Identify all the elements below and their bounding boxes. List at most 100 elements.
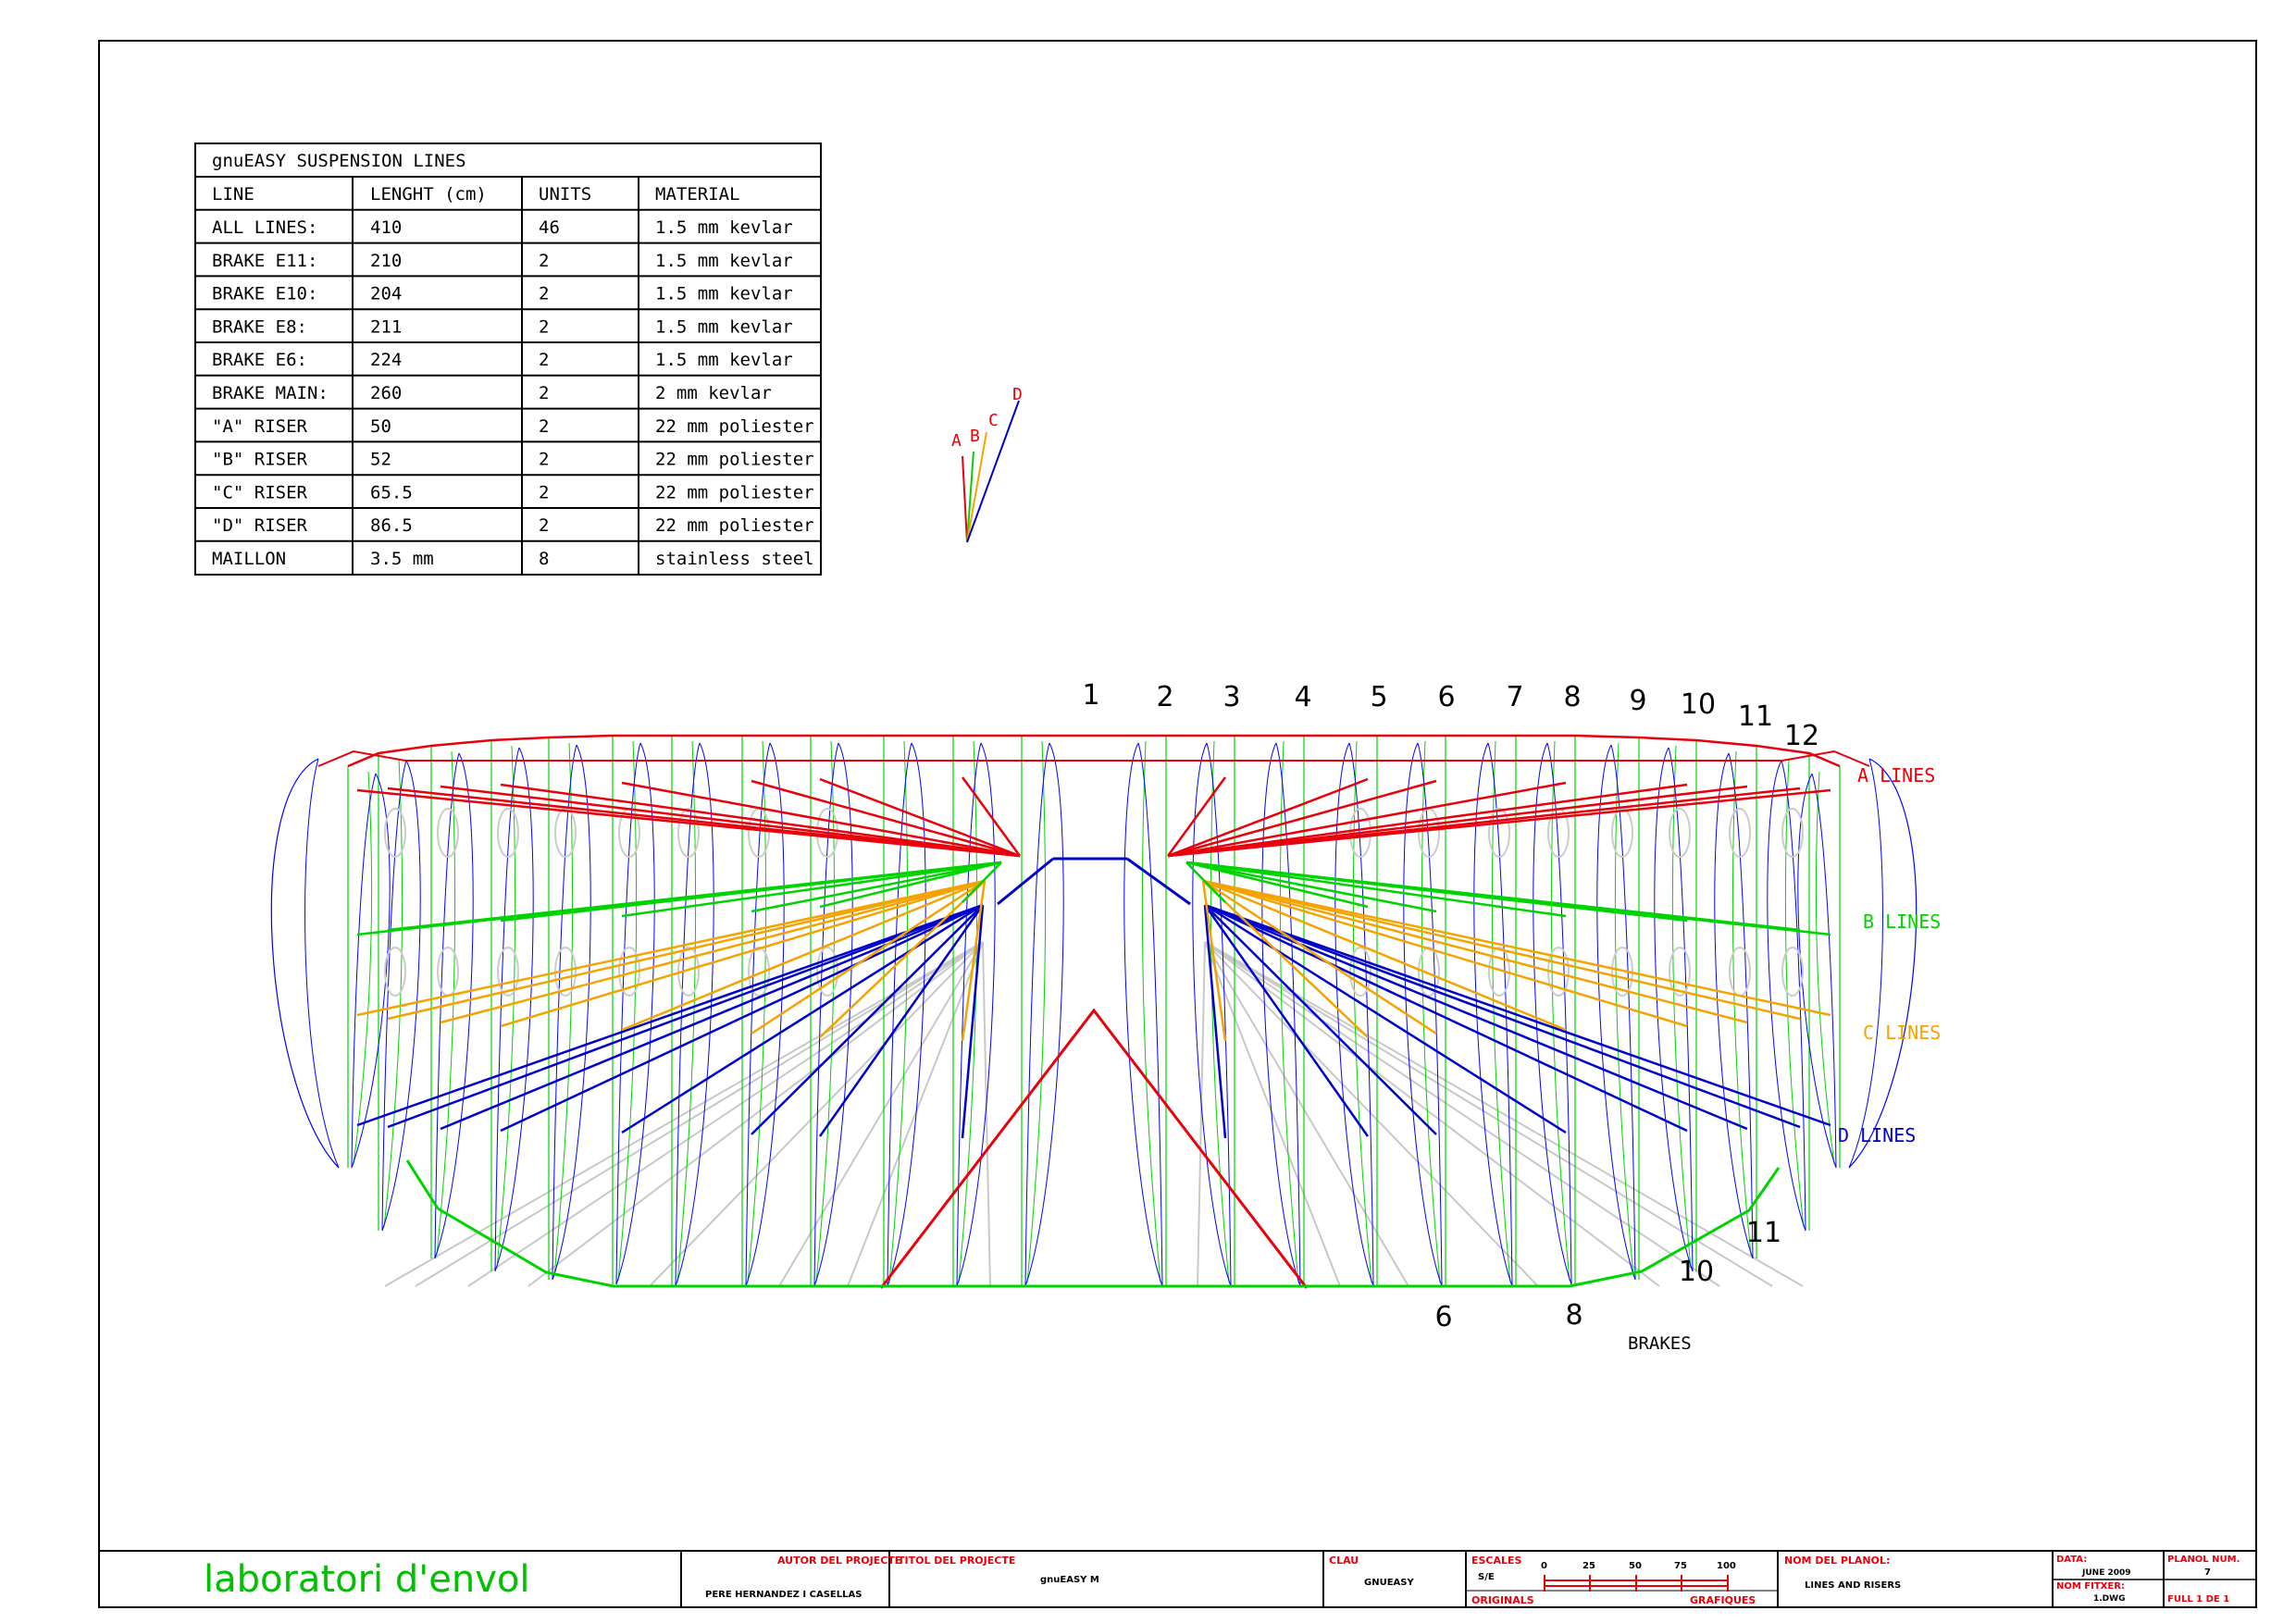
- rib-outline: [675, 742, 714, 1287]
- c-line: [1202, 880, 1369, 1038]
- table-cell: BRAKE MAIN:: [212, 383, 329, 403]
- rib-number: 9: [1629, 685, 1646, 717]
- brake-line: [778, 941, 984, 1287]
- rib-profile: [1026, 740, 1047, 1283]
- legend-c-lines: C LINES: [1863, 1022, 1941, 1044]
- rib-outline: [351, 773, 377, 1169]
- full-value: FULL 1 DE 1: [2167, 1594, 2229, 1604]
- rib-outline: [956, 742, 996, 1287]
- riser-label-d: D: [1012, 385, 1023, 404]
- wingtip-outline: [270, 758, 340, 1169]
- wingtip-outline: [1848, 758, 1917, 1169]
- d-line: [621, 903, 984, 1134]
- d-line: [500, 903, 984, 1133]
- table-cell: "D" RISER: [212, 515, 308, 536]
- rib-profile: [496, 745, 516, 1269]
- b-line: [621, 861, 1002, 918]
- planol-label: PLANOL NUM.: [2167, 1555, 2240, 1565]
- table-cell: 52: [370, 450, 391, 470]
- d-lines: [356, 903, 1831, 1139]
- rib-profile: [1210, 740, 1230, 1283]
- rib-outline: [1403, 742, 1443, 1287]
- vent: [437, 808, 459, 858]
- brake-line: [1204, 941, 1409, 1287]
- rib-profile: [1614, 742, 1634, 1277]
- vent: [1611, 808, 1633, 858]
- c-line: [1202, 879, 1567, 1032]
- brake-number: 11: [1746, 1217, 1781, 1249]
- brake-line: [1204, 941, 1660, 1287]
- riser-c-line: [966, 431, 987, 543]
- d-line: [1203, 904, 1227, 1139]
- wingtip-outline: [304, 758, 340, 1169]
- table-cell: 1.5 mm kevlar: [655, 350, 793, 370]
- autor-label: AUTOR DEL PROJECTE: [777, 1555, 901, 1567]
- table-cell: 22 mm poliester: [655, 450, 814, 470]
- c-line: [1201, 880, 1227, 1042]
- escales-label: ESCALES: [1471, 1555, 1522, 1567]
- table-cell: 2: [539, 450, 549, 470]
- vent: [437, 947, 459, 997]
- table-cell: stainless steel: [655, 549, 814, 569]
- d-line: [1203, 904, 1370, 1137]
- table-header-cell: UNITS: [539, 184, 591, 204]
- b-line: [1185, 861, 1226, 903]
- d-line: [1204, 903, 1801, 1129]
- rib-outline: [1668, 747, 1694, 1272]
- brake-line: [1204, 941, 1539, 1287]
- vent: [497, 808, 519, 858]
- vent: [384, 947, 406, 997]
- a-line: [621, 781, 1021, 858]
- table-cell: "A" RISER: [212, 416, 308, 437]
- table-cell: ALL LINES:: [212, 217, 317, 238]
- wingtip-outline: [1848, 758, 1883, 1169]
- d-line: [1204, 903, 1831, 1127]
- vent: [1488, 947, 1510, 997]
- rib-number: 1: [1082, 679, 1099, 712]
- brake-line: [1197, 941, 1206, 1287]
- b-line: [819, 861, 1002, 909]
- line-legend: A LINES B LINES C LINES D LINES: [1838, 764, 1941, 1146]
- table-cell: MAILLON: [212, 549, 286, 569]
- b-line: [356, 861, 1002, 936]
- d-line: [751, 904, 984, 1135]
- rib-number: 7: [1506, 681, 1523, 713]
- brakes-label: BRAKES: [1628, 1333, 1692, 1354]
- rib-outline: [1767, 760, 1806, 1232]
- rib-outline: [615, 742, 641, 1285]
- rib-outline: [1334, 742, 1374, 1287]
- table-cell: 224: [370, 350, 402, 370]
- d-line: [1204, 903, 1567, 1134]
- vent: [677, 947, 700, 997]
- a-line: [440, 785, 1021, 858]
- rib-outline: [552, 744, 577, 1281]
- riser-b-line: [966, 451, 974, 543]
- rib-outline: [1533, 742, 1572, 1285]
- vent: [554, 808, 577, 858]
- b-line: [1185, 861, 1567, 918]
- vent: [1349, 947, 1371, 997]
- rib-outline: [351, 773, 391, 1169]
- rib-outline: [1348, 742, 1374, 1287]
- table-cell: 2: [539, 383, 549, 403]
- rib-outline: [1781, 760, 1806, 1232]
- c-line: [1202, 879, 1748, 1024]
- rib-number: 4: [1294, 681, 1311, 713]
- rib-profile: [888, 740, 909, 1283]
- d-line: [356, 903, 984, 1127]
- rib-outline: [1811, 773, 1837, 1169]
- rib-outline: [1261, 742, 1301, 1287]
- table-header-cell: LENGHT (cm): [370, 184, 487, 204]
- table-cell: 2: [539, 284, 549, 304]
- brake-line: [1204, 941, 1341, 1287]
- legend-d-lines: D LINES: [1838, 1124, 1916, 1146]
- table-cell: 410: [370, 217, 402, 238]
- scale-tick-25: 25: [1582, 1561, 1595, 1571]
- rib-profile: [1815, 771, 1835, 1165]
- rib-outline: [887, 742, 926, 1287]
- riser-d-line: [966, 400, 1020, 543]
- brake-number: 6: [1434, 1301, 1452, 1333]
- brake-lines: [384, 941, 1804, 1287]
- vent: [1669, 808, 1691, 858]
